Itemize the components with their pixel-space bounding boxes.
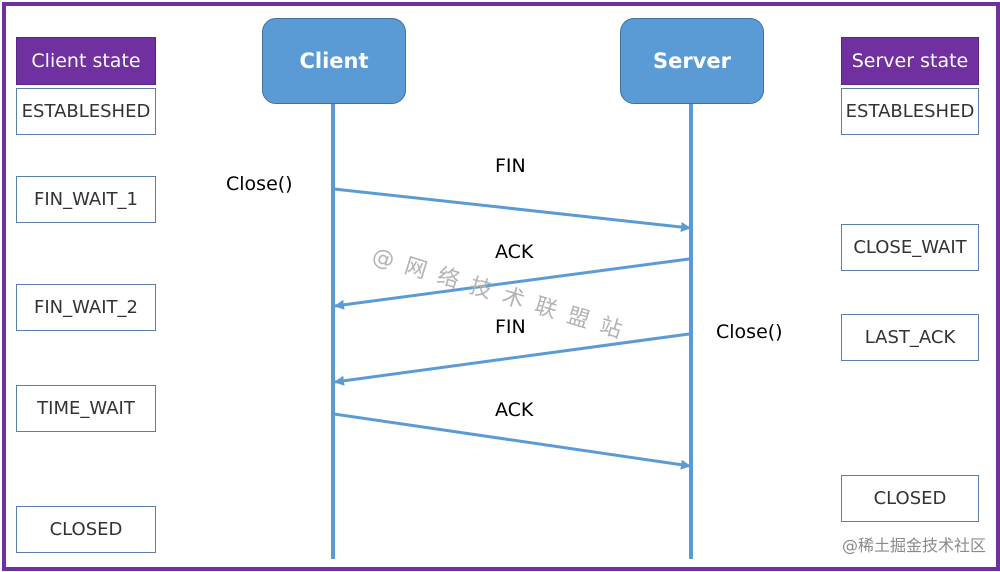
server-state-header: Server state	[841, 37, 979, 85]
fin-arrow-client-to-server	[333, 187, 691, 232]
client-state-fin-wait-1: FIN_WAIT_1	[16, 176, 156, 223]
message-label-ack-1: ACK	[495, 241, 534, 263]
client-lifeline	[331, 104, 335, 559]
message-label-ack-2: ACK	[495, 399, 534, 421]
server-state-established: ESTABLESHED	[841, 88, 979, 135]
server-state-closed: CLOSED	[841, 475, 979, 522]
client-state-time-wait: TIME_WAIT	[16, 385, 156, 432]
ack-arrow-client-to-server	[333, 412, 691, 470]
client-close-call: Close()	[226, 173, 293, 195]
message-label-fin-2: FIN	[495, 316, 526, 338]
server-actor: Server	[620, 18, 764, 104]
client-actor: Client	[262, 18, 406, 104]
server-close-call: Close()	[716, 321, 783, 343]
client-state-closed: CLOSED	[16, 506, 156, 553]
client-state-header: Client state	[16, 37, 156, 85]
server-state-last-ack: LAST_ACK	[841, 314, 979, 361]
server-lifeline	[689, 104, 693, 559]
client-state-established: ESTABLESHED	[16, 88, 156, 135]
message-label-fin-1: FIN	[495, 155, 526, 177]
ack-arrow-server-to-client	[334, 257, 690, 310]
client-state-fin-wait-2: FIN_WAIT_2	[16, 284, 156, 331]
fin-arrow-server-to-client	[334, 332, 690, 386]
footer-watermark: @稀土掘金技术社区	[841, 536, 986, 555]
server-state-close-wait: CLOSE_WAIT	[841, 224, 979, 271]
